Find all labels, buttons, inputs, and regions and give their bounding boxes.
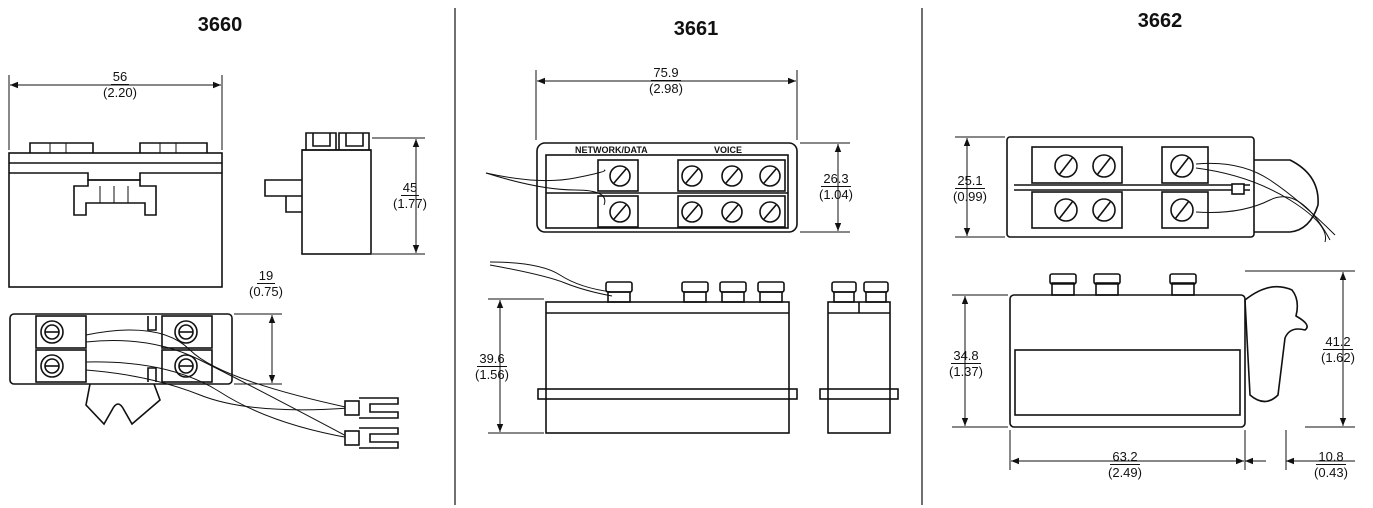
dim-in: (2.98)	[649, 81, 683, 96]
dim-3662-height	[952, 294, 1008, 428]
drawing-3660-front-view	[8, 142, 223, 288]
drawing-3662-front-view	[1009, 273, 1308, 428]
drawing-3661-top-view: NETWORK/DATA VOICE	[485, 70, 798, 233]
voice-label: VOICE	[714, 145, 742, 155]
dim-in: (0.43)	[1314, 465, 1348, 480]
dim-3660-depth	[234, 313, 282, 385]
dim-in: (1.62)	[1321, 350, 1355, 365]
dim-label-3661-width: 75.9 (2.98)	[631, 65, 701, 96]
dim-mm: 41.2	[1323, 334, 1353, 350]
drawing-3662-top-view	[1006, 136, 1336, 243]
title-3660: 3660	[197, 14, 243, 36]
dim-mm: 56	[110, 69, 130, 85]
dim-in: (1.37)	[949, 364, 983, 379]
dim-label-3661-height: 39.6 (1.56)	[462, 351, 522, 382]
title-3661: 3661	[673, 18, 719, 40]
dim-mm: 45	[400, 180, 420, 196]
dim-in: (1.56)	[475, 367, 509, 382]
dim-label-3661-depth: 26.3 (1.04)	[806, 171, 866, 202]
dim-in: (0.75)	[249, 284, 283, 299]
dim-label-3660-width: 56 (2.20)	[80, 69, 160, 100]
drawing-3661-front-view	[489, 261, 798, 434]
dim-label-3660-height: 45 (1.77)	[380, 180, 440, 211]
dim-3662-width	[955, 136, 1005, 238]
dim-mm: 63.2	[1110, 449, 1140, 465]
drawing-3661-side-view	[819, 281, 899, 434]
dim-mm: 26.3	[821, 171, 851, 187]
drawing-3660-side-view	[264, 132, 372, 255]
dim-mm: 34.8	[951, 348, 981, 364]
dim-in: (0.99)	[953, 189, 987, 204]
dim-in: (2.49)	[1108, 465, 1142, 480]
dim-mm: 10.8	[1316, 449, 1346, 465]
dim-in: (2.20)	[103, 85, 137, 100]
dim-in: (1.77)	[393, 196, 427, 211]
dim-label-3662-width: 25.1 (0.99)	[940, 173, 1000, 204]
dim-3662-length	[1009, 430, 1355, 470]
dim-mm: 75.9	[651, 65, 681, 81]
title-3662: 3662	[1137, 10, 1183, 32]
drawing-3660-bottom-view	[9, 313, 399, 449]
dim-label-3662-length: 63.2 (2.49)	[1090, 449, 1160, 480]
dim-mm: 19	[256, 268, 276, 284]
dim-label-3660-depth: 19 (0.75)	[236, 268, 296, 299]
dim-label-3662-height: 34.8 (1.37)	[936, 348, 996, 379]
dim-label-3662-overall-height: 41.2 (1.62)	[1308, 334, 1368, 365]
dim-label-3662-offset: 10.8 (0.43)	[1300, 449, 1362, 480]
dim-3660-height	[372, 137, 425, 255]
dim-in: (1.04)	[819, 187, 853, 202]
dim-3660-width	[8, 75, 223, 150]
dim-mm: 25.1	[955, 173, 985, 189]
dim-mm: 39.6	[477, 351, 507, 367]
network-data-label: NETWORK/DATA	[575, 145, 648, 155]
dim-3661-depth	[800, 142, 850, 233]
